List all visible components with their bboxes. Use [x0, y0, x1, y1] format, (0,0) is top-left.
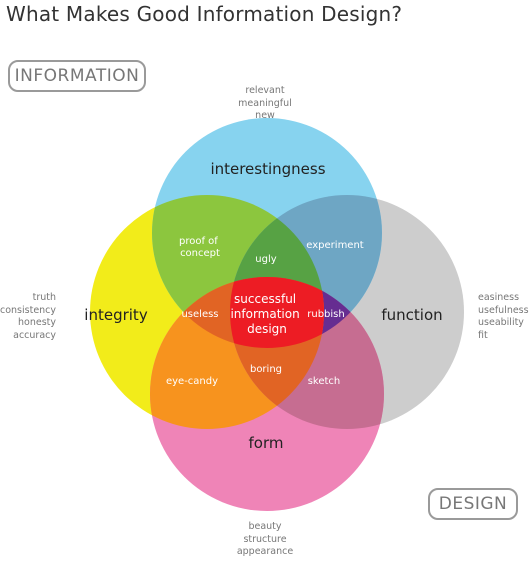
attribute-easiness: easiness: [478, 292, 520, 303]
attribute-useability: useability: [478, 317, 524, 328]
center-label: successful information design: [230, 292, 303, 336]
attribute-meaningful: meaningful: [238, 97, 292, 109]
attribute-fit: fit: [478, 329, 488, 341]
boring-region: [230, 277, 324, 429]
center-line-2: information: [230, 307, 299, 321]
proof-of-concept-label: proof of concept: [179, 236, 221, 259]
attribute-relevant: relevant: [245, 85, 285, 96]
form-label: form: [249, 434, 284, 452]
function-label: function: [381, 306, 442, 324]
useless-label: useless: [181, 309, 218, 320]
attribute-consistency: consistency: [0, 304, 57, 316]
eye-candy-label: eye-candy: [166, 376, 218, 387]
integrity-attributes: truth consistency honesty accuracy: [0, 292, 56, 342]
rubbish-label: rubbish: [307, 309, 344, 320]
proof-of-concept-line-1: proof of: [179, 236, 218, 247]
interestingness-label: interestingness: [210, 160, 325, 178]
attribute-structure: structure: [243, 533, 287, 545]
center-line-1: successful: [234, 292, 296, 306]
interestingness-attributes: relevant meaningful new: [200, 85, 330, 123]
attribute-appearance: appearance: [236, 546, 294, 557]
experiment-label: experiment: [306, 240, 364, 251]
sketch-label: sketch: [308, 376, 341, 387]
attribute-truth: truth: [32, 292, 56, 303]
center-line-3: design: [247, 322, 287, 336]
boring-label: boring: [250, 364, 282, 375]
attribute-accuracy: accuracy: [13, 329, 56, 341]
page-title: What Makes Good Information Design?: [6, 2, 403, 26]
attribute-beauty: beauty: [248, 521, 282, 532]
design-label-pill: DESIGN: [428, 488, 518, 520]
attribute-honesty: honesty: [18, 317, 56, 328]
information-label-pill: INFORMATION: [8, 60, 146, 92]
integrity-label: integrity: [84, 306, 148, 324]
ugly-region: [230, 195, 324, 348]
form-attributes: beauty structure appearance: [200, 521, 330, 559]
function-attributes: easiness usefulness useability fit: [478, 292, 530, 342]
attribute-new: new: [255, 110, 275, 121]
proof-of-concept-line-2: concept: [180, 248, 220, 259]
ugly-label: ugly: [255, 254, 276, 265]
attribute-usefulness: usefulness: [478, 304, 529, 316]
